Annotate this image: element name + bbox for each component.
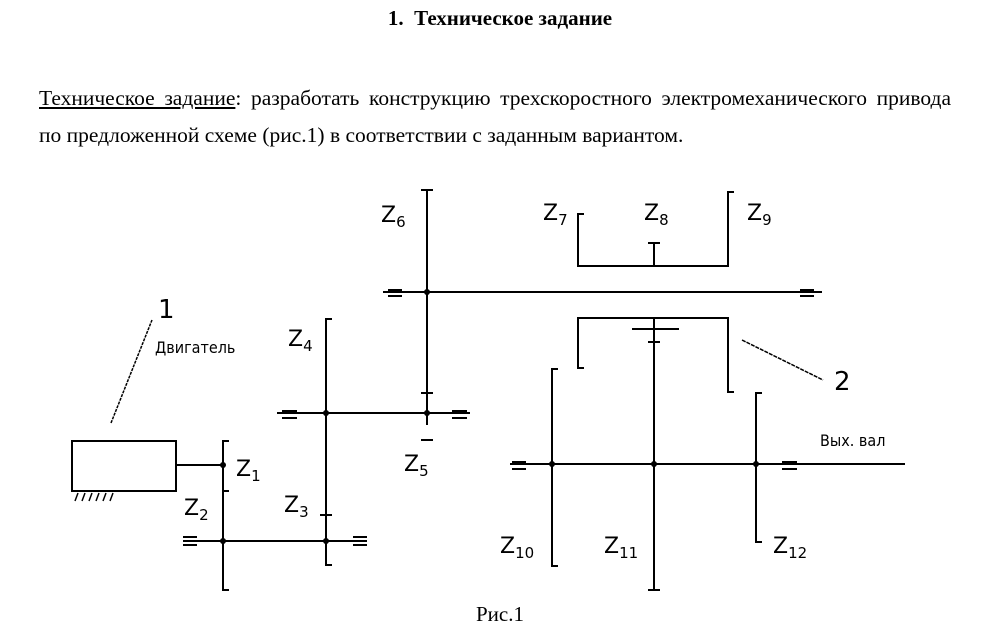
output-shaft-label: Вых. вал	[820, 431, 885, 450]
motor-label: Двигатель	[155, 338, 235, 357]
task-text: : разработать конструкцию трехскоростног…	[39, 86, 951, 147]
gear-z4: Z4	[288, 327, 313, 355]
callout-2: 2	[834, 367, 851, 397]
gear-z11: Z11	[604, 534, 638, 562]
labels: 1 Двигатель 2 Вых. вал Z1 Z2 Z3 Z4 Z5 Z6…	[155, 201, 885, 562]
gear-z6: Z6	[381, 203, 406, 231]
section-heading: 1. Техническое задание	[387, 6, 613, 30]
callout-1: 1	[158, 295, 175, 325]
shaft-lines	[71, 189, 905, 591]
term: Техническое задание	[39, 86, 236, 110]
gear-z9: Z9	[747, 201, 772, 229]
gear-z12: Z12	[773, 534, 807, 562]
gear-z5: Z5	[404, 452, 429, 480]
gear-z10: Z10	[500, 534, 534, 562]
gear-z2: Z2	[184, 496, 209, 524]
gear-z1: Z1	[236, 457, 261, 485]
gear-z8: Z8	[644, 201, 669, 229]
gear-z3: Z3	[284, 493, 309, 521]
gear-z7: Z7	[543, 201, 568, 229]
task-paragraph: Техническое задание: разработать констру…	[39, 80, 951, 154]
figure-caption: Рис.1	[476, 602, 524, 626]
